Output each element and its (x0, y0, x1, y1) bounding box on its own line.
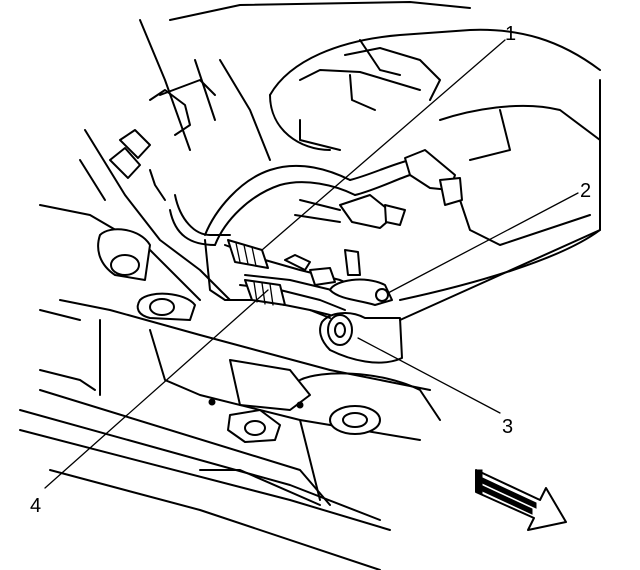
leader-line-2 (387, 192, 579, 294)
fuel-lines (204, 239, 366, 316)
callout-4: 4 (30, 495, 41, 517)
callout-2: 2 (580, 180, 591, 202)
fuel-line-bracket (329, 249, 393, 306)
leader-line-3 (357, 337, 501, 414)
leader-line-1 (261, 39, 506, 251)
wiring-harness (109, 79, 463, 246)
callout-3: 3 (502, 416, 513, 438)
arrow-right-down-icon (475, 469, 567, 531)
upper-panel (169, 1, 601, 301)
leader-lines (44, 39, 579, 489)
leader-line-4 (44, 289, 269, 489)
crossmember (19, 228, 441, 570)
callout-1: 1 (505, 23, 516, 45)
